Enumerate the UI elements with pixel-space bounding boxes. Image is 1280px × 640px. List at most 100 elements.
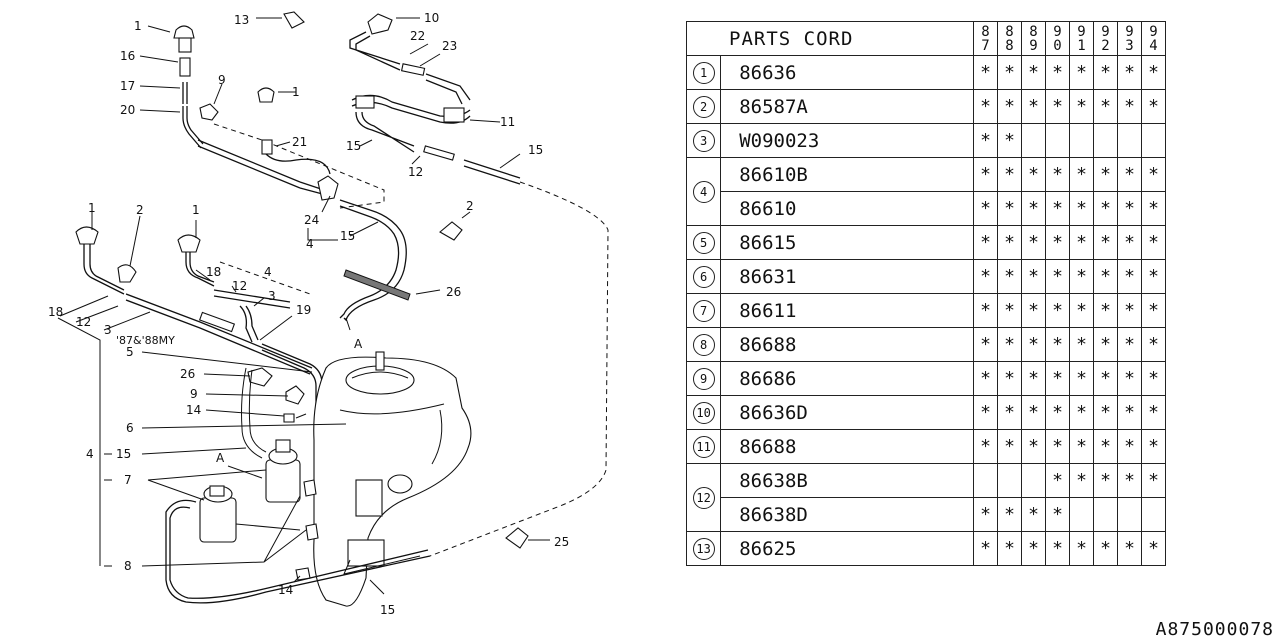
- year-mark: *: [1069, 361, 1094, 396]
- year-mark: *: [1021, 55, 1046, 90]
- year-mark: *: [1021, 259, 1046, 294]
- year-mark: *: [997, 395, 1022, 430]
- year-mark: *: [1093, 327, 1118, 362]
- year-mark: *: [1093, 531, 1118, 566]
- row-index: 8: [685, 327, 722, 362]
- row-index-circle: 5: [692, 231, 715, 254]
- year-mark: *: [1117, 157, 1142, 192]
- callout-10: 10: [424, 11, 439, 25]
- year-mark: *: [1117, 225, 1142, 260]
- row-index-circle: 13: [692, 537, 715, 560]
- callout-15b: 15: [528, 143, 543, 157]
- year-mark: *: [1045, 191, 1070, 226]
- callout-4b: 4: [264, 265, 272, 279]
- clip-part-2: [439, 221, 463, 241]
- year-mark: *: [1069, 225, 1094, 260]
- row-index: 12: [685, 463, 722, 532]
- row-index: 9: [685, 361, 722, 396]
- year-mark: [1141, 497, 1166, 532]
- year-mark: *: [1021, 157, 1046, 192]
- year-mark: *: [1069, 531, 1094, 566]
- tee-joint-24: [317, 175, 339, 201]
- year-mark: [1021, 463, 1046, 498]
- row-index-circle: 7: [692, 299, 715, 322]
- year-mark: *: [1069, 191, 1094, 226]
- year-mark: *: [1141, 89, 1166, 124]
- year-mark: *: [1093, 293, 1118, 328]
- row-index: 10: [685, 395, 722, 430]
- year-mark: *: [1021, 395, 1046, 430]
- year-mark: *: [973, 327, 998, 362]
- part-number: 86611: [720, 293, 974, 328]
- pump-part-7-lower: [199, 485, 237, 543]
- year-mark: *: [1069, 293, 1094, 328]
- year-mark: *: [973, 225, 998, 260]
- connector-part-13: [283, 11, 305, 29]
- clip-part-9: [199, 103, 219, 121]
- year-mark: *: [1045, 531, 1070, 566]
- year-mark: *: [973, 293, 998, 328]
- year-mark: *: [1069, 327, 1094, 362]
- callout-1b: 1: [292, 85, 300, 99]
- callout-3a: 3: [104, 323, 112, 337]
- callout-14b: 14: [278, 583, 293, 597]
- year-mark: *: [1045, 259, 1070, 294]
- year-mark: *: [973, 531, 998, 566]
- year-mark: *: [1021, 191, 1046, 226]
- year-mark: *: [1021, 361, 1046, 396]
- callout-2a: 2: [466, 199, 474, 213]
- year-mark: *: [1045, 225, 1070, 260]
- part-number: 86625: [720, 531, 974, 566]
- callout-19: 19: [296, 303, 311, 317]
- year-mark: [997, 463, 1022, 498]
- callout-9: 9: [218, 73, 226, 87]
- year-mark: *: [1093, 225, 1118, 260]
- year-mark: *: [1141, 157, 1166, 192]
- row-index: 7: [685, 293, 722, 328]
- year-mark: *: [1141, 225, 1166, 260]
- part-number: 86688: [720, 327, 974, 362]
- row-index-circle: 3: [692, 129, 715, 152]
- year-mark: *: [1141, 327, 1166, 362]
- callout-8: 8: [124, 559, 132, 573]
- year-mark: [1093, 123, 1118, 158]
- part-number: W090023: [720, 123, 974, 158]
- callout-26a: 26: [446, 285, 461, 299]
- callout-4a: 4: [306, 237, 314, 251]
- year-mark: *: [1045, 293, 1070, 328]
- year-mark: *: [997, 531, 1022, 566]
- callout-A1: A: [354, 337, 363, 351]
- callout-15c: 15: [340, 229, 355, 243]
- year-mark: *: [997, 157, 1022, 192]
- callout-9b: 9: [190, 387, 198, 401]
- year-mark: *: [1021, 225, 1046, 260]
- year-mark: *: [997, 429, 1022, 464]
- table-row: 86610********: [687, 191, 1166, 226]
- clip-part-26: [247, 367, 273, 387]
- year-mark: *: [1093, 55, 1118, 90]
- year-mark: *: [1021, 327, 1046, 362]
- year-mark: [1021, 123, 1046, 158]
- callout-24: 24: [304, 213, 319, 227]
- year-mark: *: [1045, 157, 1070, 192]
- nozzle-part-1-left: [75, 226, 125, 295]
- year-mark: *: [1045, 55, 1070, 90]
- year-mark: *: [997, 191, 1022, 226]
- year-mark: *: [1045, 463, 1070, 498]
- row-index-circle: 9: [692, 367, 715, 390]
- model-year-note: '87&'88MY: [116, 334, 175, 347]
- part-number: 86631: [720, 259, 974, 294]
- row-index: 5: [685, 225, 722, 260]
- year-mark: *: [973, 55, 998, 90]
- part-number: 86610B: [720, 157, 974, 192]
- screw-part-14: [283, 413, 295, 423]
- year-mark: *: [1093, 463, 1118, 498]
- part-number: 86688: [720, 429, 974, 464]
